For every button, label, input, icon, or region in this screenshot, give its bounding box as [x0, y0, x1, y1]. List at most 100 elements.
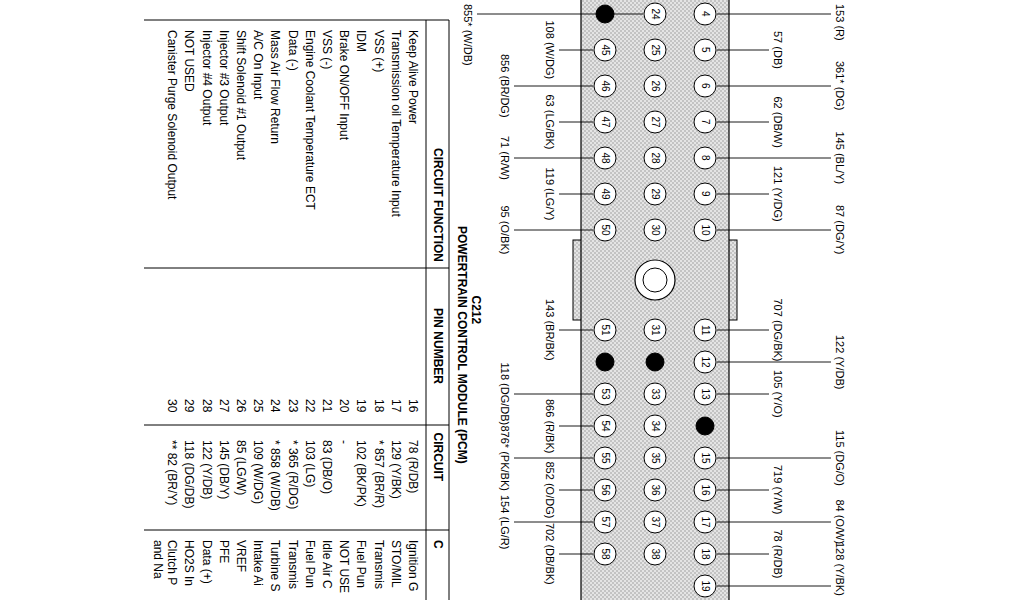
leader-line	[514, 230, 593, 231]
table-cell: 24	[268, 399, 282, 412]
wire-label: 115 (DG/O)	[834, 430, 846, 486]
table-cell: NOT USE	[336, 540, 350, 593]
table-header: PIN NUMBER	[430, 308, 444, 384]
table-cell: Data (+)	[199, 540, 213, 584]
pin-socket	[644, 543, 666, 565]
pin-socket	[644, 39, 666, 61]
leader-line	[514, 394, 593, 395]
table-rule	[144, 530, 449, 531]
wire-label: 71 (R/W)	[499, 136, 511, 180]
pin-socket	[694, 543, 716, 565]
pin-socket	[694, 351, 716, 373]
leader-line	[559, 330, 593, 331]
table-cell: Injector #3 Output	[216, 30, 230, 125]
leader-line	[717, 122, 769, 123]
pin-socket	[644, 219, 666, 241]
table-cell: 78 (R/DB)	[405, 440, 419, 493]
table-cell: Idle Air C	[319, 540, 333, 589]
wire-label: 63 (LG/BK)	[544, 95, 556, 150]
table-cell: 145 (DB/Y)	[216, 440, 230, 499]
pin-number: 56	[600, 485, 610, 496]
pin-number: 53	[600, 389, 610, 400]
pin-socket	[694, 575, 716, 597]
pin-socket	[594, 39, 616, 61]
table-cell: Turbine S	[268, 540, 282, 592]
pin-number: 31	[650, 325, 660, 336]
leader-line	[514, 522, 593, 523]
table-cell: 103 (LG)	[302, 440, 316, 487]
pin-number: 6	[700, 83, 710, 89]
connector-key	[635, 260, 675, 300]
wire-label: 84 (O/W)	[834, 500, 846, 545]
table-cell: Ignition G	[405, 540, 419, 591]
pin-socket	[594, 511, 616, 533]
wire-label: 121 (Y/DG)	[772, 166, 784, 222]
pin-socket	[644, 111, 666, 133]
pin-socket	[694, 147, 716, 169]
pin-socket	[644, 479, 666, 501]
pin-number: 35	[650, 453, 660, 464]
pin-socket	[594, 75, 616, 97]
wire-label: 57 (DB)	[772, 31, 784, 69]
wire-label: 361* (DG)	[834, 61, 846, 111]
wire-label: 852 (O/DG)	[544, 462, 556, 519]
table-rule	[144, 425, 449, 426]
pin-number: 7	[700, 119, 710, 125]
table-cell: 28	[199, 399, 213, 412]
pin-number: 34	[650, 421, 660, 432]
table-cell: Injector #4 Output	[199, 30, 213, 125]
wire-label: 118 (DG/DB)	[499, 363, 511, 426]
plugged-pin	[696, 417, 714, 435]
table-cell: PFE	[216, 540, 230, 563]
table-cell: HO2S In	[182, 540, 196, 586]
wire-label: 154 (LG/R)	[499, 495, 511, 549]
module-title: POWERTRAIN CONTROL MODULE (PCM)	[454, 226, 468, 464]
leader-line	[559, 426, 593, 427]
wire-label: 78 (R/DB)	[772, 530, 784, 579]
pin-socket	[644, 183, 666, 205]
pin-number: 50	[600, 225, 610, 236]
pin-socket	[694, 39, 716, 61]
table-header: CIRCUIT FUNCTION	[430, 148, 444, 262]
table-cell: Engine Coolant Temperature ECT	[302, 30, 316, 210]
table-cell: 109 (W/DG)	[250, 440, 264, 504]
plugged-pin	[646, 353, 664, 371]
leader-line	[717, 86, 831, 87]
pin-number: 19	[700, 581, 710, 592]
pin-socket	[694, 447, 716, 469]
pin-number: 26	[650, 81, 660, 92]
table-cell: Data (-)	[285, 30, 299, 71]
wire-label: 153 (R)	[834, 4, 846, 41]
pin-number: 15	[700, 453, 710, 464]
table-cell: Fuel Pun	[354, 540, 368, 588]
pin-number: 58	[600, 549, 610, 560]
pin-number: 38	[650, 549, 660, 560]
plugged-pin	[596, 353, 614, 371]
leader-line	[717, 554, 769, 555]
table-cell: 25	[250, 399, 264, 412]
table-header: C	[430, 540, 444, 549]
table-cell: Canister Purge Solenoid Output	[164, 30, 178, 199]
wire-label: 855* (W/DB)	[462, 4, 474, 66]
wire-label: 876* (PK/BK)	[499, 426, 511, 491]
wire-label: 866 (R/BK)	[544, 399, 556, 453]
pin-number: 4	[700, 11, 710, 17]
table-cell: NOT USED	[182, 30, 196, 92]
pin-number: 16	[700, 485, 710, 496]
table-cell: VSS (-)	[319, 30, 333, 69]
table-cell: Shift Solenoid #1 Output	[233, 30, 247, 160]
wire-label: 128 (Y/BK)	[834, 542, 846, 596]
pin-socket	[694, 183, 716, 205]
table-cell: 22	[302, 399, 316, 412]
pin-number: 25	[650, 45, 660, 56]
pin-socket	[594, 111, 616, 133]
leader-line	[717, 330, 769, 331]
pin-number: 12	[700, 357, 710, 368]
pin-socket	[594, 147, 616, 169]
pin-socket	[644, 75, 666, 97]
pin-number: 11	[700, 325, 710, 335]
wire-label: 122 (Y/DB)	[834, 335, 846, 389]
